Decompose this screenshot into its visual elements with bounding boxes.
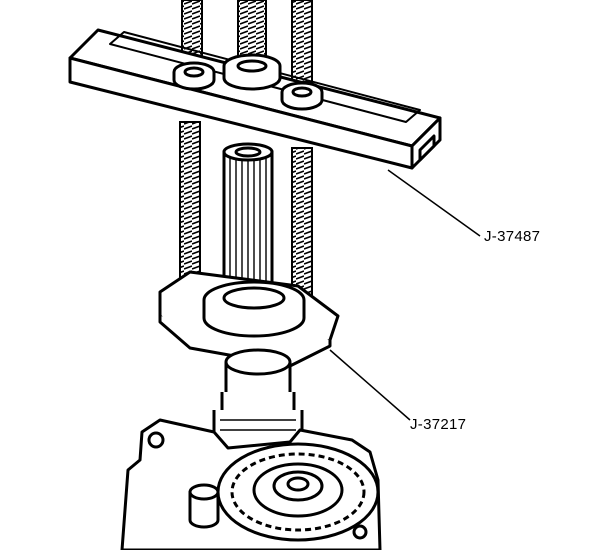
callout-label-plate: J-37217 [410,416,467,433]
leader-line-plate [329,349,411,421]
splined-shaft [222,142,274,302]
threaded-rods-upper [181,0,313,83]
leader-lines [329,169,481,421]
large-gear [216,442,380,542]
leader-line-bridge [387,169,481,237]
bearing-collar [202,280,306,338]
callout-label-bridge: J-37487 [484,228,541,245]
bridge-nuts [172,53,324,111]
gear-stack [212,348,304,457]
